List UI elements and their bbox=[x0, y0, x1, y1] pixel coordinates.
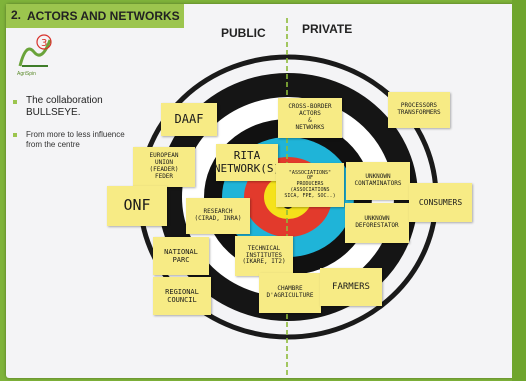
note-technical-institutes: TECHNICAL INSTITUTES (IKARE, IT2) bbox=[235, 236, 293, 276]
slide-title: ACTORS AND NETWORKS bbox=[27, 9, 180, 23]
note-daaf: DAAF bbox=[161, 103, 217, 136]
note-associations: "ASSOCIATIONS" OF PRODUCERS (ASSOCIATION… bbox=[276, 163, 344, 207]
title-banner bbox=[6, 4, 184, 28]
slide-number: 2. bbox=[11, 8, 22, 22]
green-background-strip bbox=[512, 0, 526, 381]
note-chambre: CHAMBRE D'AGRICULTURE bbox=[259, 273, 321, 313]
note-research: RESEARCH (CIRAD, INRA) bbox=[186, 198, 250, 234]
note-unknown-deforestator: UNKNOWN DEFORESTATOR bbox=[345, 203, 409, 243]
bullet-icon bbox=[13, 100, 17, 104]
note-european-union: EUROPEAN UNION (FEADER) FEDER bbox=[133, 147, 195, 187]
logo-caption: AgriSpin bbox=[17, 71, 36, 77]
agrispin-logo-icon: 3 bbox=[18, 34, 52, 67]
note-national-parc: NATIONAL PARC bbox=[153, 237, 209, 275]
label-private: PRIVATE bbox=[302, 22, 353, 36]
note-farmers: FARMERS bbox=[320, 268, 382, 306]
note-onf: ONF bbox=[107, 186, 167, 226]
note-consumers: CONSUMERS bbox=[409, 183, 472, 222]
bullet-icon bbox=[13, 133, 17, 137]
note-regional-council: REGIONAL COUNCIL bbox=[153, 277, 211, 315]
logo-number: 3 bbox=[41, 38, 47, 49]
note-cross-border: CROSS-BORDER ACTORS & NETWORKS bbox=[278, 98, 342, 138]
note-processors: PROCESSORS TRANSFORMERS bbox=[388, 92, 450, 128]
slide-description: From more to less influence from the cen… bbox=[26, 130, 125, 149]
note-rita: RITA NETWORK(S) bbox=[214, 144, 280, 181]
note-unknown-contaminators: UNKNOWN CONTAMINATORS bbox=[346, 162, 410, 200]
slide-subtitle: The collaboration BULLSEYE. bbox=[26, 95, 103, 118]
label-public: PUBLIC bbox=[221, 26, 266, 40]
